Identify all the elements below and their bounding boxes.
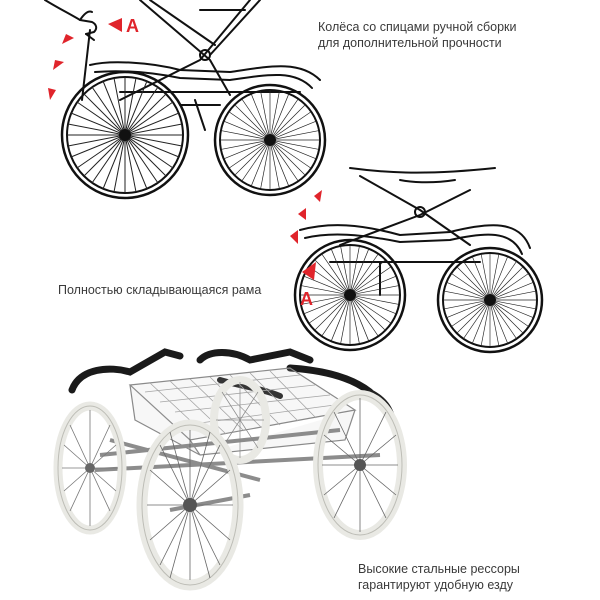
front-left-wheel — [136, 419, 244, 591]
front-wheel-folded — [293, 238, 407, 352]
rear-left-wheel — [53, 401, 127, 535]
front-right-wheel — [313, 390, 407, 540]
caption-spokes-line2: для дополнительной прочности — [318, 36, 502, 50]
caption-springs: Высокие стальные рессоры гарантируют удо… — [358, 561, 520, 593]
front-wheel-top — [60, 70, 190, 200]
rear-wheel-folded — [436, 246, 544, 354]
hand-icon — [44, 0, 98, 41]
marker-a-top: A — [126, 16, 139, 36]
arrow-icon — [48, 18, 122, 100]
caption-spokes: Колёса со спицами ручной сборки для допо… — [318, 19, 517, 51]
folding-frame — [339, 167, 496, 246]
chassis — [299, 224, 531, 296]
folding-frame — [119, 0, 261, 101]
caption-springs-line2: гарантируют удобную езду — [358, 578, 514, 592]
caption-frame: Полностью складывающаяся рама — [58, 283, 262, 297]
pram-drawing-top: A — [44, 0, 327, 200]
arrow-icon — [290, 190, 322, 280]
rear-right-wheel — [210, 376, 270, 464]
caption-springs-line1: Высокие стальные рессоры — [358, 562, 520, 576]
rear-wheel-top — [213, 83, 327, 197]
chassis-photo — [53, 348, 407, 591]
caption-spokes-line1: Колёса со спицами ручной сборки — [318, 20, 517, 34]
marker-a-middle: A — [300, 289, 313, 309]
pram-drawing-folded: A — [290, 167, 544, 354]
